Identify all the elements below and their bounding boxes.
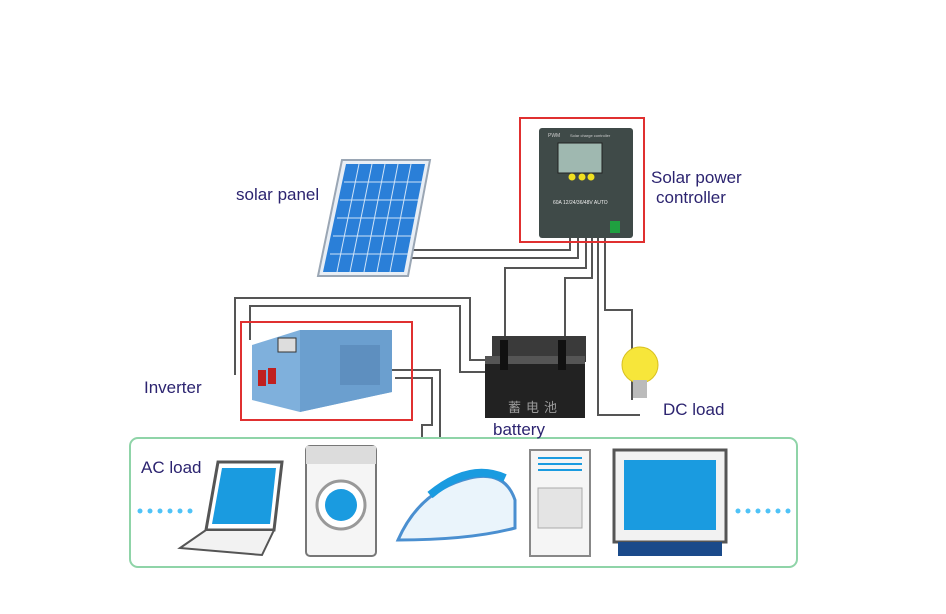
air-conditioner-icon: [529, 449, 591, 557]
charge-controller-image: PWM Solar charge controller 60A 12/24/36…: [539, 128, 633, 238]
inverter-highlight-box: [240, 321, 413, 421]
controller-brand-text: PWM: [548, 133, 560, 139]
laptop-icon: [177, 460, 284, 557]
battery-label: battery: [493, 420, 545, 439]
tv-icon: [612, 448, 728, 556]
battery-image: 蓄电池: [485, 336, 586, 418]
light-bulb-icon: [621, 346, 659, 398]
wiring: [234, 238, 640, 437]
controller-rating-text: 60A 12/24/36/48V AUTO: [553, 200, 608, 206]
washing-machine-icon: [305, 445, 377, 557]
battery-chinese-text: 蓄电池: [508, 400, 562, 415]
controller-title-text: Solar charge controller: [570, 133, 611, 138]
inverter-label: Inverter: [144, 378, 202, 397]
ac-load-group: [129, 437, 798, 568]
solar-panel-image: [316, 159, 432, 277]
ac-load-label: AC load: [141, 458, 202, 477]
controller-highlight-box: [519, 117, 645, 243]
dc-load-label: DC load: [663, 400, 725, 419]
controller-label-line2: controller: [656, 188, 726, 207]
inverter-image: [252, 330, 392, 412]
dots-right: [735, 508, 791, 514]
iron-icon: [395, 468, 517, 542]
dots-left: [137, 508, 193, 514]
controller-label-line1: Solar power: [651, 168, 742, 187]
solar-panel-label: solar panel: [236, 185, 320, 204]
